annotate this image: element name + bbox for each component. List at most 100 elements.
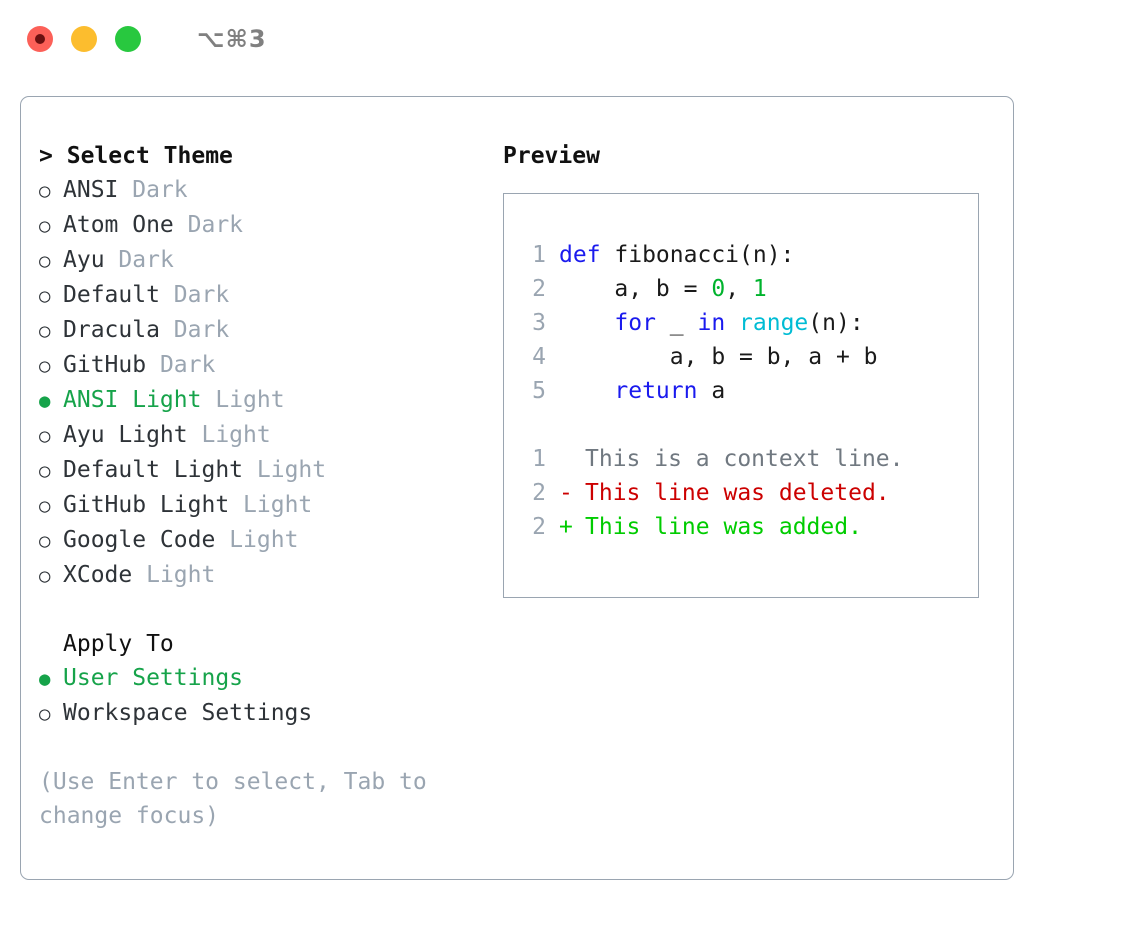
radio-unselected-icon: ○ [39, 530, 51, 552]
keyboard-shortcut-label: ⌥⌘3 [197, 25, 267, 53]
code-token: fibonacci(n): [614, 242, 795, 268]
theme-option-category: Dark [173, 317, 230, 343]
theme-option-atom-one[interactable]: ○Atom One Dark [39, 208, 491, 243]
code-line-content: def fibonacci(n): [559, 238, 794, 272]
theme-option-default-light[interactable]: ○Default Light Light [39, 453, 491, 488]
theme-option-label: Dracula [63, 317, 160, 343]
theme-option-github-light[interactable]: ○GitHub Light Light [39, 488, 491, 523]
radio-unselected-icon: ○ [39, 320, 51, 342]
code-line: 2 a, b = 0, 1 [504, 272, 978, 306]
prompt-caret-icon: > [39, 143, 53, 169]
theme-option-google-code[interactable]: ○Google Code Light [39, 523, 491, 558]
code-token: _ [655, 310, 698, 336]
code-line-content: a, b = b, a + b [559, 340, 878, 374]
diff-line-text: This line was added. [585, 514, 862, 540]
theme-option-ayu[interactable]: ○ Ayu Dark [39, 243, 491, 278]
code-token [725, 310, 739, 336]
radio-unselected-icon: ○ [39, 460, 51, 482]
apply-to-option-user-settings[interactable]: ●User Settings [39, 661, 491, 696]
diff-marker-icon: - [559, 480, 573, 506]
diff-marker-icon [559, 442, 585, 476]
theme-option-category: Dark [187, 212, 244, 238]
code-line-content: for _ in range(n): [559, 306, 864, 340]
radio-unselected-icon: ○ [39, 250, 51, 272]
code-token: a [697, 378, 726, 404]
code-token [559, 378, 614, 404]
radio-unselected-icon: ○ [39, 355, 51, 377]
code-token: , [725, 276, 753, 302]
code-token: (n): [808, 310, 864, 336]
page-title: Select Theme [66, 143, 233, 169]
code-token: def [559, 242, 615, 268]
diff-line-text: This line was deleted. [585, 480, 890, 506]
spacer [39, 593, 491, 627]
theme-option-ansi[interactable]: ○ANSI Dark [39, 173, 491, 208]
line-number: 2 [532, 276, 546, 302]
theme-option-github[interactable]: ○GitHub Dark [39, 348, 491, 383]
title-bar: ⌥⌘3 [0, 0, 1140, 78]
radio-selected-icon: ● [39, 390, 51, 412]
diff-line-added: 2+This line was added. [504, 510, 978, 544]
theme-option-category: Dark [118, 247, 174, 273]
diff-sample: 1 This is a context line.2-This line was… [504, 442, 978, 544]
code-token: in [697, 310, 726, 336]
radio-unselected-icon: ○ [39, 495, 51, 517]
theme-option-category: Light [201, 422, 271, 448]
apply-to-option-workspace-settings[interactable]: ○ Workspace Settings [39, 696, 491, 731]
apply-to-option-label: User Settings [63, 665, 244, 691]
code-token [559, 310, 614, 336]
theme-option-category: Light [256, 457, 327, 483]
apply-to-option-label: Workspace Settings [63, 700, 313, 726]
theme-option-category: Light [146, 562, 216, 588]
diff-line-context: 1 This is a context line. [504, 442, 978, 476]
theme-option-category: Light [215, 387, 285, 413]
code-line: 4 a, b = b, a + b [504, 340, 978, 374]
keyboard-hint-text: (Use Enter to select, Tab to change focu… [39, 769, 427, 829]
line-number: 1 [532, 446, 546, 472]
radio-unselected-icon: ○ [39, 703, 51, 725]
theme-option-ayu-light[interactable]: ○ Ayu Light Light [39, 418, 491, 453]
theme-option-label: Ayu [63, 247, 105, 273]
line-number: 2 [532, 480, 546, 506]
theme-option-label: ANSI [63, 177, 119, 203]
theme-picker-column: > Select Theme ○ANSI Dark○Atom One Dark○… [21, 139, 491, 879]
window-controls [27, 26, 141, 52]
theme-option-xcode[interactable]: ○ XCode Light [39, 558, 491, 593]
close-button[interactable] [27, 26, 53, 52]
theme-option-label: Atom One [63, 212, 174, 238]
code-token: a, b = b, a + b [559, 344, 878, 370]
theme-option-category: Dark [159, 352, 216, 378]
spacer [504, 408, 978, 442]
maximize-button[interactable] [115, 26, 141, 52]
theme-option-label: Ayu Light [63, 422, 188, 448]
code-token: a, b = [559, 276, 712, 302]
theme-option-label: GitHub Light [63, 492, 230, 518]
preview-heading: Preview [503, 143, 600, 169]
theme-option-category: Dark [132, 177, 188, 203]
diff-line-deleted: 2-This line was deleted. [504, 476, 978, 510]
line-number: 3 [532, 310, 546, 336]
line-number: 5 [532, 378, 546, 404]
theme-option-label: Default [63, 282, 160, 308]
theme-option-ansi-light[interactable]: ●ANSI Light Light [39, 383, 491, 418]
theme-picker-heading: > Select Theme [39, 139, 491, 173]
code-line-content: a, b = 0, 1 [559, 272, 767, 306]
theme-option-label: XCode [63, 562, 133, 588]
minimize-button[interactable] [71, 26, 97, 52]
theme-option-category: Dark [173, 282, 230, 308]
code-token: 0 [711, 276, 726, 302]
diff-line-text: This is a context line. [585, 446, 904, 472]
line-number: 4 [532, 344, 546, 370]
apply-to-heading: Apply To [63, 631, 174, 657]
theme-option-list: ○ANSI Dark○Atom One Dark○Ayu Dark○Defaul… [39, 173, 491, 593]
diff-marker-icon: + [559, 514, 573, 540]
theme-option-default[interactable]: ○Default Dark [39, 278, 491, 313]
radio-unselected-icon: ○ [39, 565, 51, 587]
code-token: 1 [752, 276, 767, 302]
theme-option-dracula[interactable]: ○ Dracula Dark [39, 313, 491, 348]
radio-unselected-icon: ○ [39, 425, 51, 447]
